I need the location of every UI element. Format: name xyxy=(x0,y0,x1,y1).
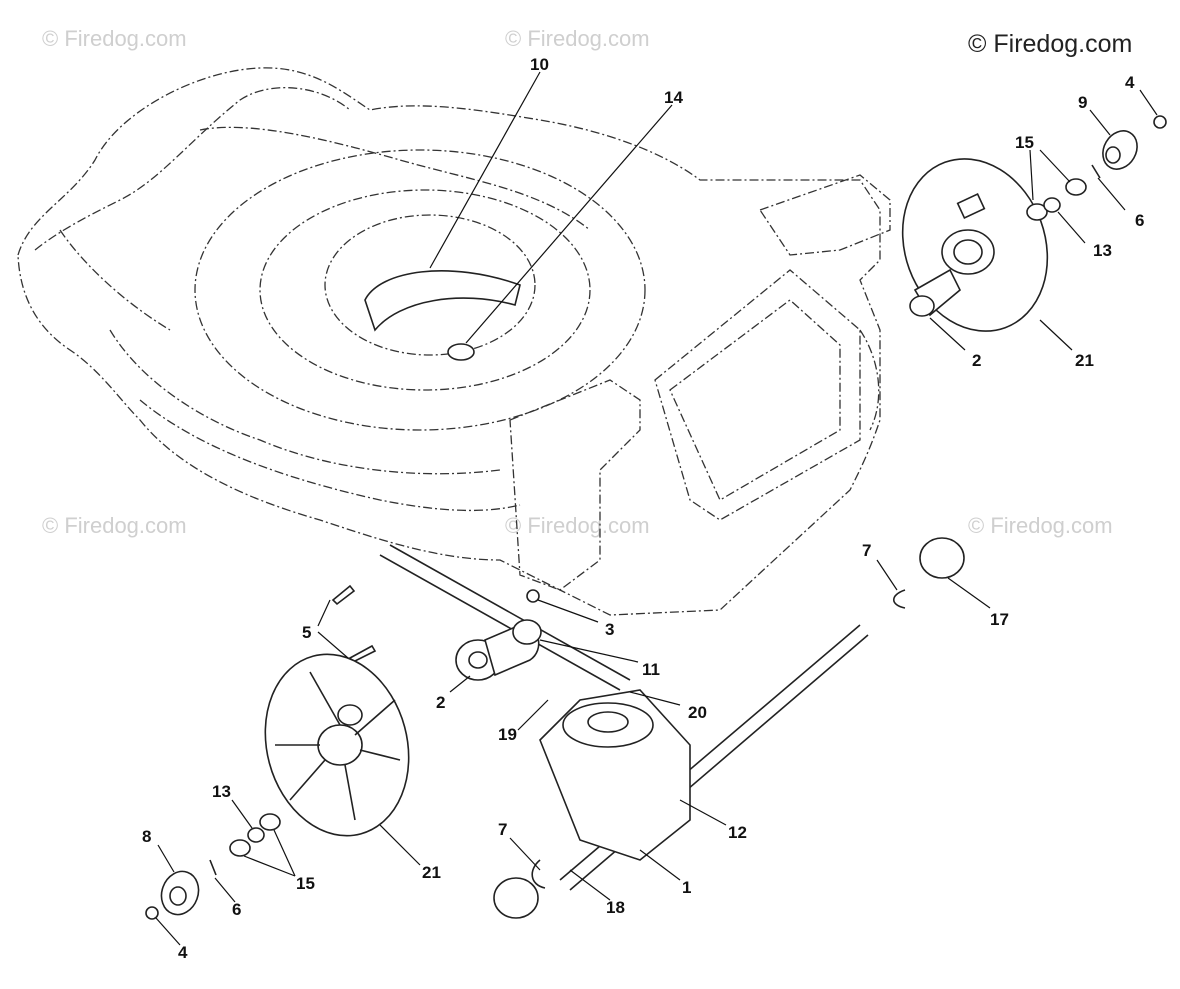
blade-adapter xyxy=(364,270,521,361)
transmission xyxy=(493,537,965,919)
left-wheel xyxy=(145,653,410,920)
callout-label: 12 xyxy=(728,823,747,842)
washer xyxy=(447,343,475,361)
leader-lines xyxy=(155,71,1158,946)
callout-label: 15 xyxy=(296,874,315,893)
copyright-notice: © Firedog.com xyxy=(968,30,1132,58)
callout-label: 17 xyxy=(990,610,1009,629)
watermark: © Firedog.com xyxy=(505,26,650,51)
callout-label: 7 xyxy=(862,541,871,560)
callout-label: 8 xyxy=(142,827,151,846)
callout-label: 9 xyxy=(1078,93,1087,112)
watermark: © Firedog.com xyxy=(42,513,187,538)
callout-label: 14 xyxy=(664,88,683,107)
mower-deck xyxy=(17,67,891,616)
callout-label: 3 xyxy=(605,620,614,639)
callout-label: 6 xyxy=(1135,211,1144,230)
callouts: 10 14 4 9 15 6 13 2 21 3 7 17 5 11 2 20 … xyxy=(142,55,1144,962)
callout-label: 1 xyxy=(682,878,691,897)
callout-label: 20 xyxy=(688,703,707,722)
callout-label: 2 xyxy=(972,351,981,370)
watermarks: © Firedog.com © Firedog.com © Firedog.co… xyxy=(42,26,1113,538)
watermark: © Firedog.com xyxy=(42,26,187,51)
callout-label: 15 xyxy=(1015,133,1034,152)
callout-label: 18 xyxy=(606,898,625,917)
callout-label: 13 xyxy=(1093,241,1112,260)
callout-label: 21 xyxy=(1075,351,1094,370)
drive-components xyxy=(379,544,631,691)
callout-label: 6 xyxy=(232,900,241,919)
callout-label: 7 xyxy=(498,820,507,839)
callout-label: 21 xyxy=(422,863,441,882)
callout-label: 19 xyxy=(498,725,517,744)
callout-label: 4 xyxy=(178,943,188,962)
callout-label: 13 xyxy=(212,782,231,801)
watermark: © Firedog.com xyxy=(968,513,1113,538)
callout-label: 11 xyxy=(642,660,660,679)
callout-label: 5 xyxy=(302,623,311,642)
watermark: © Firedog.com xyxy=(505,513,650,538)
callout-label: 2 xyxy=(436,693,445,712)
right-wheel xyxy=(901,115,1167,332)
callout-label: 4 xyxy=(1125,73,1135,92)
callout-label: 10 xyxy=(530,55,549,74)
